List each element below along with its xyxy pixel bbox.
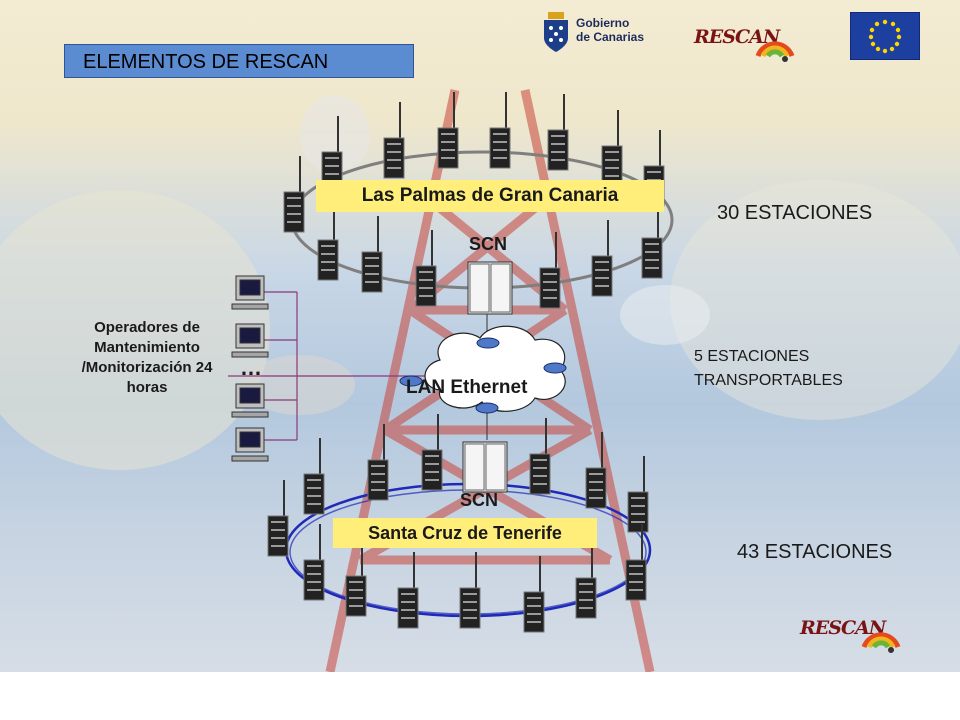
station-icon bbox=[585, 432, 607, 509]
station-icon bbox=[575, 542, 597, 619]
station-icon bbox=[415, 230, 437, 307]
station-icon bbox=[601, 110, 623, 187]
scn-server-top bbox=[467, 261, 513, 315]
gobierno-logo-text: Gobierno de Canarias bbox=[576, 16, 645, 44]
transportable-stations-label: 5 ESTACIONES TRANSPORTABLES bbox=[694, 348, 843, 389]
station-icon bbox=[547, 94, 569, 171]
scn-server-bottom bbox=[462, 441, 508, 493]
operator-computers bbox=[231, 275, 269, 462]
rescan-arc-icon-bottom bbox=[861, 632, 901, 653]
eu-flag-icon bbox=[850, 12, 920, 60]
tenerife-station-count: 43 ESTACIONES bbox=[737, 541, 893, 563]
tenerife-stations bbox=[267, 414, 649, 633]
slide-title: ELEMENTOS DE RESCAN bbox=[64, 44, 414, 78]
rescan-logo-top: RESCAN bbox=[694, 14, 804, 70]
slide: ELEMENTOS DE RESCAN Gobierno de Canarias… bbox=[0, 0, 960, 672]
las-palmas-label: Las Palmas de Gran Canaria bbox=[316, 180, 664, 212]
station-icon bbox=[529, 418, 551, 495]
station-icon bbox=[437, 92, 459, 169]
station-icon bbox=[523, 556, 545, 633]
station-icon bbox=[303, 524, 325, 601]
rescan-logo-text: RESCAN bbox=[694, 26, 780, 48]
station-icon bbox=[641, 202, 663, 279]
lan-cloud bbox=[424, 325, 566, 412]
station-icon bbox=[625, 524, 647, 601]
station-icon bbox=[627, 456, 649, 533]
station-icon bbox=[383, 102, 405, 179]
tenerife-label: Santa Cruz de Tenerife bbox=[333, 518, 597, 548]
station-icon bbox=[283, 156, 305, 233]
station-icon bbox=[267, 480, 289, 557]
station-icon bbox=[489, 92, 511, 169]
station-icon bbox=[459, 552, 481, 629]
rescan-logo-text-bottom: RESCAN bbox=[800, 617, 886, 639]
station-icon bbox=[591, 220, 613, 297]
rescan-logo-bottom: RESCAN bbox=[800, 605, 910, 661]
scn-label-bottom: SCN bbox=[460, 490, 499, 510]
station-icon bbox=[367, 424, 389, 501]
scn-label-top: SCN bbox=[469, 234, 508, 254]
station-icon bbox=[345, 540, 367, 617]
station-icon bbox=[317, 204, 339, 281]
gobierno-canarias-logo: Gobierno de Canarias bbox=[542, 10, 657, 58]
station-icon bbox=[421, 414, 443, 491]
station-icon bbox=[361, 216, 383, 293]
operator-links bbox=[228, 291, 440, 441]
router-icons bbox=[399, 337, 567, 414]
operators-ellipsis: … bbox=[240, 355, 262, 380]
coat-of-arms-icon bbox=[544, 12, 568, 52]
station-icon bbox=[303, 438, 325, 515]
operators-label: Operadores de Mantenimiento /Monitorizac… bbox=[81, 319, 213, 396]
lan-ethernet-label: LAN Ethernet bbox=[406, 377, 528, 398]
las-palmas-station-count: 30 ESTACIONES bbox=[717, 202, 873, 224]
station-icon bbox=[397, 552, 419, 629]
station-icon bbox=[539, 232, 561, 309]
rescan-arc-icon bbox=[755, 41, 795, 62]
